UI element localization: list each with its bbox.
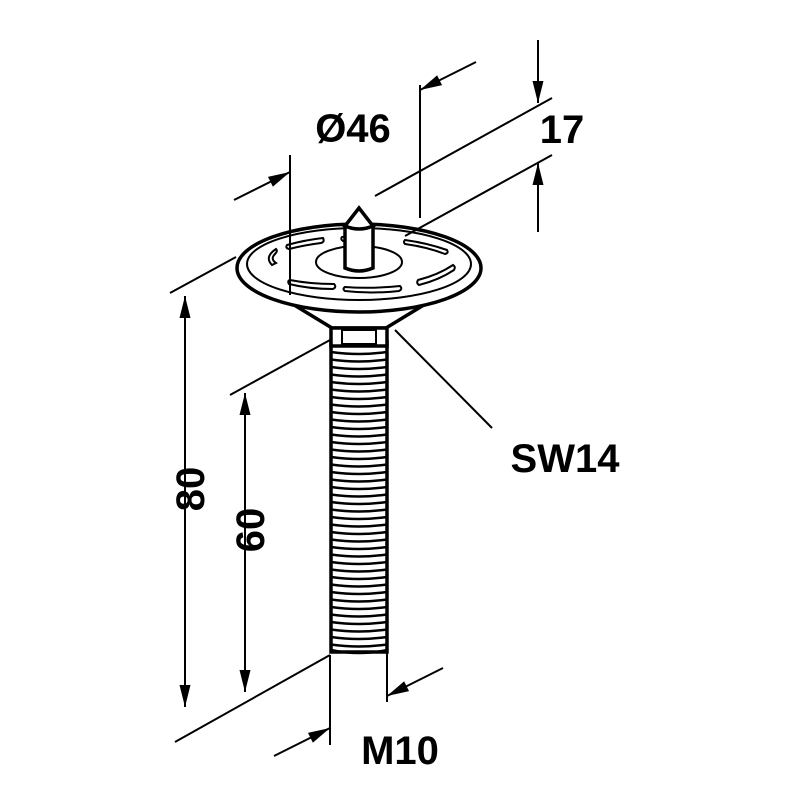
thread-line (330, 470, 388, 476)
thread-line (330, 620, 388, 626)
thread-line (330, 455, 388, 461)
thread-line (330, 515, 388, 521)
thread-line (330, 643, 388, 648)
dimension-total-length: 80 (169, 256, 331, 743)
head-height-label: 17 (540, 108, 585, 152)
thread-line (330, 380, 388, 386)
thread-line (330, 425, 388, 431)
thread-line (330, 358, 388, 363)
thread-line (330, 628, 388, 633)
thread-line (330, 410, 388, 416)
center-pin (342, 205, 376, 273)
wrench-size-label: SW14 (511, 437, 621, 481)
thread-line (330, 605, 388, 611)
thread-line (330, 568, 388, 573)
thread-line (330, 485, 388, 491)
thread-line (330, 493, 388, 498)
thread-line (330, 545, 388, 551)
thread-line (330, 403, 388, 408)
thread-line (330, 350, 388, 356)
thread-line (330, 418, 388, 423)
dimension-wrench: SW14 (394, 329, 621, 481)
threaded-rod (329, 340, 389, 655)
thread-line (330, 463, 388, 468)
thread-line (330, 635, 388, 641)
thread-line (330, 500, 388, 506)
thread-line (330, 508, 388, 513)
thread-length-label: 60 (229, 508, 273, 553)
thread-line (330, 388, 388, 393)
thread-line (330, 448, 388, 453)
thread-line (330, 590, 388, 596)
thread-line (330, 598, 388, 603)
dimension-thread-length: 60 (229, 339, 331, 692)
thread-line (330, 478, 388, 483)
thread-line (330, 553, 388, 558)
dimension-diameter: Ø46 (233, 61, 477, 295)
diameter-label: Ø46 (315, 107, 391, 151)
thread-line (330, 575, 388, 581)
thread-line (330, 523, 388, 528)
thread-label: M10 (361, 729, 439, 773)
thread-line (330, 530, 388, 536)
thread-line (330, 583, 388, 588)
thread-line (330, 560, 388, 566)
total-length-label: 80 (169, 467, 213, 512)
dimension-head-height: 17 (374, 40, 585, 237)
thread-line (330, 373, 388, 378)
thread-line (330, 365, 388, 371)
thread-line (330, 440, 388, 446)
thread-line (330, 538, 388, 543)
thread-line (330, 433, 388, 438)
dimension-thread: M10 (273, 652, 444, 773)
thread-line (330, 613, 388, 618)
thread-line (330, 395, 388, 401)
